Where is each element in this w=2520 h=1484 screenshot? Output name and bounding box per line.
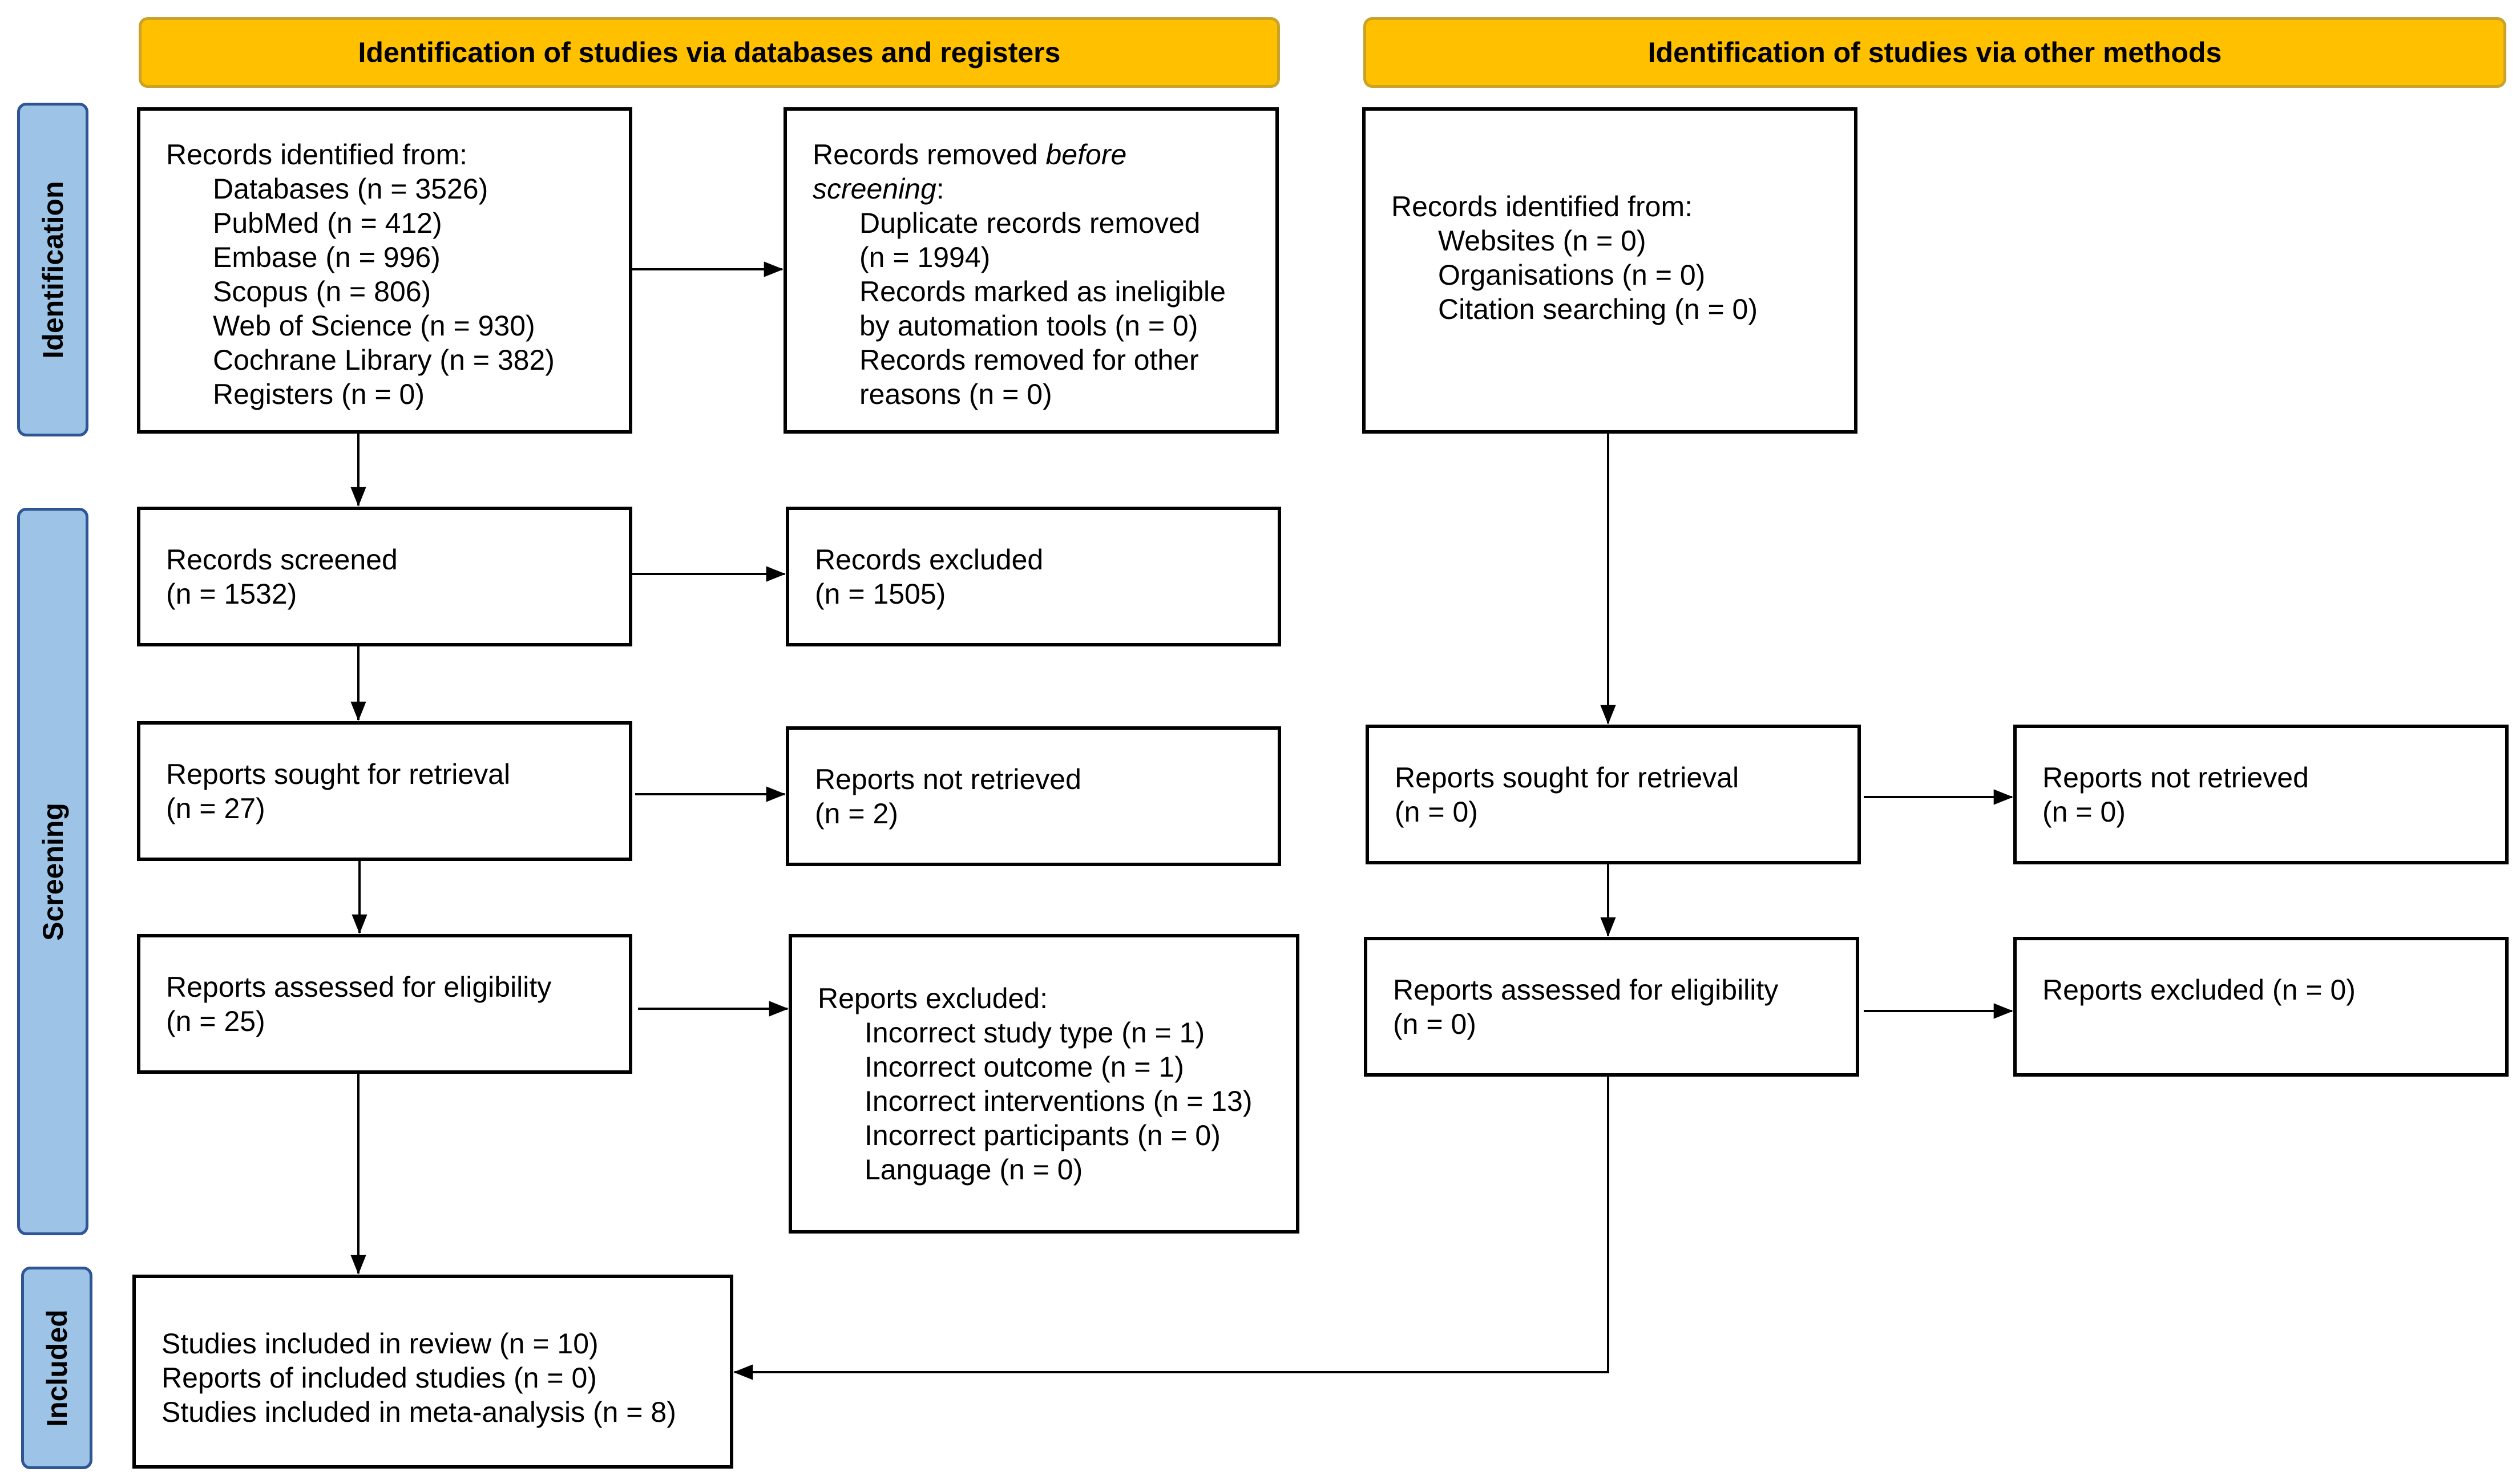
db-records-identified-box: Records identified from: Databases (n = … (137, 107, 632, 434)
other-reports-sought-count: (n = 0) (1395, 796, 1478, 828)
other-methods-header: Identification of studies via other meth… (1363, 17, 2506, 88)
db-identified-item: Embase (n = 996) (213, 241, 441, 273)
records-excluded-count: (n = 1505) (815, 578, 946, 610)
db-identified-item: Scopus (n = 806) (213, 276, 431, 308)
other-reports-sought-box: Reports sought for retrieval (n = 0) (1366, 725, 1861, 864)
db-reports-excluded-title: Reports excluded: (818, 982, 1048, 1014)
db-assessed-label: Reports assessed for eligibility (166, 971, 552, 1003)
db-removed-title-prefix: Records removed (813, 139, 1046, 171)
db-removed-item: Duplicate records removed (859, 207, 1201, 239)
db-removed-item: by automation tools (n = 0) (859, 310, 1198, 342)
db-identified-item: PubMed (n = 412) (213, 207, 442, 239)
db-reports-excluded-item: Incorrect study type (n = 1) (865, 1017, 1205, 1049)
db-reports-excluded-item: Incorrect outcome (n = 1) (865, 1051, 1184, 1083)
db-reports-sought-count: (n = 27) (166, 792, 265, 824)
other-identified-item: Citation searching (n = 0) (1438, 293, 1758, 325)
db-removed-item: Records removed for other (859, 344, 1199, 376)
phase-screening: Screening (17, 508, 88, 1235)
db-identified-title: Records identified from: (166, 139, 468, 171)
phase-identification: Identification (17, 103, 88, 436)
db-removed-item: (n = 1994) (859, 241, 991, 273)
other-not-retrieved-count: (n = 0) (2042, 796, 2126, 828)
db-removed-title: Records removed before (813, 138, 1275, 172)
included-line: Reports of included studies (n = 0) (161, 1362, 597, 1394)
other-identified-title: Records identified from: (1391, 191, 1693, 223)
other-assessed-label: Reports assessed for eligibility (1393, 974, 1779, 1006)
other-reports-not-retrieved-box: Reports not retrieved (n = 0) (2013, 725, 2509, 864)
included-line: Studies included in meta-analysis (n = 8… (161, 1396, 676, 1428)
databases-header: Identification of studies via databases … (139, 17, 1280, 88)
db-removed-item: Records marked as ineligible (859, 276, 1226, 308)
arrow-other-assessed-to-included (733, 1077, 1609, 1380)
other-not-retrieved-label: Reports not retrieved (2042, 762, 2309, 794)
databases-header-text: Identification of studies via databases … (358, 37, 1061, 68)
db-reports-sought-box: Reports sought for retrieval (n = 27) (137, 721, 632, 861)
db-removed-title-screening: screening (813, 173, 936, 205)
db-not-retrieved-count: (n = 2) (815, 798, 898, 830)
records-screened-box: Records screened (n = 1532) (137, 507, 632, 646)
db-removed-item: reasons (n = 0) (859, 378, 1052, 410)
db-reports-excluded-item: Incorrect participants (n = 0) (865, 1119, 1221, 1151)
db-identified-item: Cochrane Library (n = 382) (213, 344, 555, 376)
included-line: Studies included in review (n = 10) (161, 1328, 599, 1360)
other-assessed-count: (n = 0) (1393, 1008, 1476, 1040)
db-reports-excluded-item: Incorrect interventions (n = 13) (865, 1085, 1253, 1117)
phase-included: Included (21, 1267, 92, 1469)
other-identified-item: Organisations (n = 0) (1438, 259, 1706, 291)
db-records-removed-box: Records removed before screening: Duplic… (784, 107, 1279, 434)
db-removed-title-line2: screening: (813, 172, 1275, 206)
other-methods-header-text: Identification of studies via other meth… (1647, 37, 2222, 68)
db-reports-excluded-box: Reports excluded: Incorrect study type (… (789, 934, 1299, 1234)
db-not-retrieved-label: Reports not retrieved (815, 763, 1081, 795)
db-identified-item: Registers (n = 0) (213, 378, 425, 410)
other-identified-item: Websites (n = 0) (1438, 225, 1646, 257)
db-reports-assessed-box: Reports assessed for eligibility (n = 25… (137, 934, 632, 1074)
other-reports-excluded-box: Reports excluded (n = 0) (2013, 937, 2509, 1077)
included-studies-box: Studies included in review (n = 10) Repo… (132, 1275, 733, 1469)
db-reports-not-retrieved-box: Reports not retrieved (n = 2) (786, 726, 1281, 866)
records-excluded-box: Records excluded (n = 1505) (786, 507, 1281, 646)
other-records-identified-box: Records identified from: Websites (n = 0… (1362, 107, 1857, 434)
db-assessed-count: (n = 25) (166, 1005, 265, 1037)
db-identified-item: Web of Science (n = 930) (213, 310, 535, 342)
records-screened-count: (n = 1532) (166, 578, 297, 610)
other-reports-excluded-label: Reports excluded (n = 0) (2042, 974, 2356, 1006)
other-reports-assessed-box: Reports assessed for eligibility (n = 0) (1364, 937, 1859, 1077)
db-removed-title-before: before (1045, 139, 1127, 171)
db-reports-excluded-item: Language (n = 0) (865, 1154, 1083, 1186)
db-reports-sought-label: Reports sought for retrieval (166, 758, 511, 790)
db-identified-item: Databases (n = 3526) (213, 173, 488, 205)
records-screened-label: Records screened (166, 544, 398, 576)
records-excluded-label: Records excluded (815, 544, 1044, 576)
db-removed-title-suffix: : (936, 173, 944, 205)
other-reports-sought-label: Reports sought for retrieval (1395, 762, 1739, 794)
